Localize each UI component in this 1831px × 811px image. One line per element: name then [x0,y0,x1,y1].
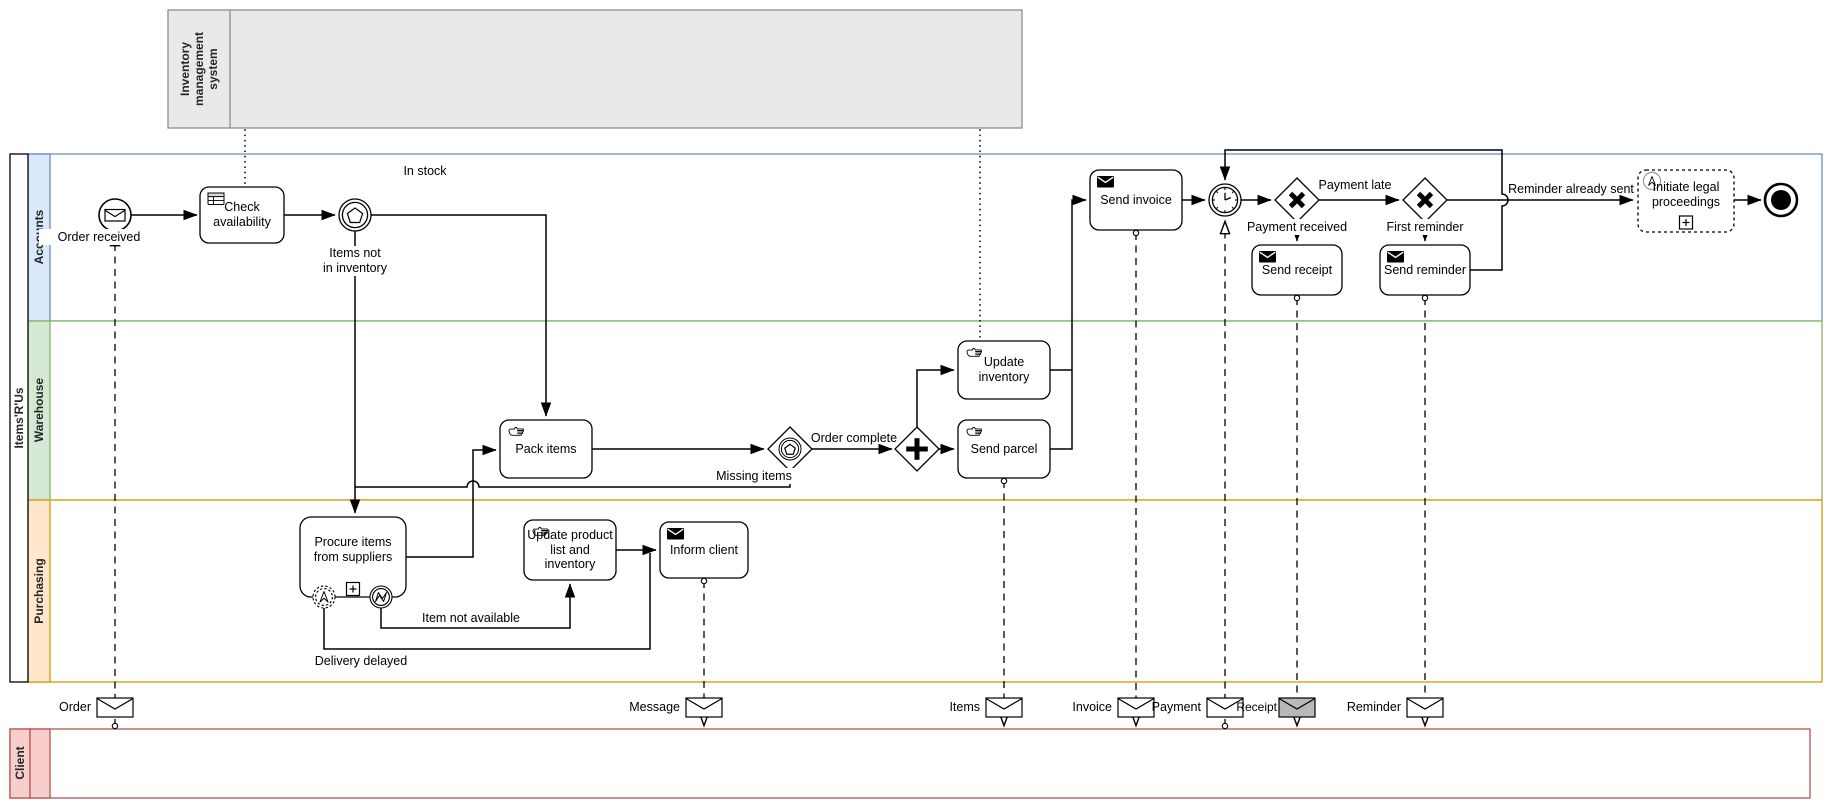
message-label-receipt: Receipt [1236,700,1277,715]
flow-label-reminder-already-sent: Reminder already sent [1508,181,1634,196]
task-update-inventory[interactable] [957,340,1051,400]
parallel-gateway[interactable] [894,426,940,472]
timer-intermediate-event[interactable] [1208,183,1242,217]
flow-label-first-reminder: First reminder [1363,219,1487,235]
flow-label-in-stock: In stock [403,163,447,178]
flow-label-payment-late: Payment late [1318,177,1392,192]
x-icon [1288,191,1306,209]
pool-label-strip[interactable] [9,153,29,683]
message-label-message: Message [629,700,680,715]
flow-missing-items[interactable] [355,471,791,488]
flow-label-order-complete: Order complete [810,430,898,445]
escalation-start-icon [1642,171,1662,191]
flow-parallel-to-update-inventory[interactable] [916,364,955,427]
event-label-order-received: Order received [39,229,159,245]
message-label-order: Order [59,700,91,715]
pool-inventory-management-system[interactable] [167,9,1023,129]
task-label-send-parcel: Send parcel [970,441,1038,456]
task-label-send-reminder: Send reminder [1384,262,1466,277]
pool-client[interactable] [9,728,1811,799]
flow-item-not-available[interactable] [380,583,576,629]
message-label-reminder: Reminder [1346,700,1401,715]
subprocess-label-procure-items: Procure items from suppliers [313,535,393,564]
message-label-items: Items [949,700,980,715]
task-label-update-product-list: Update product list and inventory [527,527,613,572]
flow-reminder-loop-to-timer[interactable] [1219,149,1509,271]
items-envelope-icon[interactable] [985,697,1023,718]
x-icon [1416,191,1434,209]
flow-label-missing-items: Missing items [702,468,806,484]
task-update-product-list[interactable] [523,519,617,581]
flow-label-delivery-delayed: Delivery delayed [302,653,420,669]
flow-procure-to-pack[interactable] [406,444,497,558]
exclusive-gateway-payment[interactable] [1274,177,1320,223]
message-envelope-icon[interactable] [685,697,723,718]
task-label-inform-client: Inform client [669,542,739,557]
collapsed-subprocess-icon[interactable] [345,581,361,597]
pool-label-client: Client [12,746,27,780]
terminate-end-event[interactable] [1763,182,1799,218]
escalation-boundary-event[interactable] [312,585,336,609]
receipt-envelope-icon[interactable] [1278,697,1316,718]
flow-to-send-invoice[interactable] [1050,194,1087,450]
task-label-send-receipt: Send receipt [1261,262,1333,277]
subprocess-label-initiate-legal: Initiate legal proceedings [1651,180,1721,209]
message-start-icon [104,208,126,222]
subprocess-procure-items[interactable] [299,516,407,598]
message-label-invoice: Invoice [1072,700,1112,715]
pool-label-items-r-us: Items'R'Us [11,387,26,449]
task-label-send-invoice: Send invoice [1100,192,1172,207]
message-label-payment: Payment [1151,700,1201,715]
start-event-order-received[interactable] [98,198,132,232]
flow-label-items-not-in-inventory: Items not in inventory [315,246,395,276]
task-send-parcel[interactable] [957,419,1051,479]
lane-label-warehouse: Warehouse [31,377,46,443]
lane-label-purchasing: Purchasing [31,558,46,624]
flow-label-item-not-available: Item not available [412,610,530,626]
flow-delivery-delayed[interactable] [323,553,651,650]
flow-in-stock[interactable] [371,214,552,417]
reminder-envelope-icon[interactable] [1406,697,1444,718]
task-label-pack-items: Pack items [515,441,577,456]
task-label-check-availability: Check availability [213,200,271,229]
task-pack-items[interactable] [499,419,593,479]
event-subprocess-initiate-legal[interactable] [1637,169,1735,233]
flow-label-payment-received: Payment received [1235,219,1359,235]
task-label-update-inventory: Update inventory [978,355,1030,384]
multiple-intermediate-event[interactable] [338,198,372,232]
pool-label-inventory-system: Inventory management system [177,31,221,107]
plus-icon [906,438,928,460]
message-flow-source-dots [111,229,1429,730]
clock-icon [1212,187,1238,213]
error-boundary-event[interactable] [369,585,393,609]
order-envelope-icon[interactable] [96,697,134,718]
